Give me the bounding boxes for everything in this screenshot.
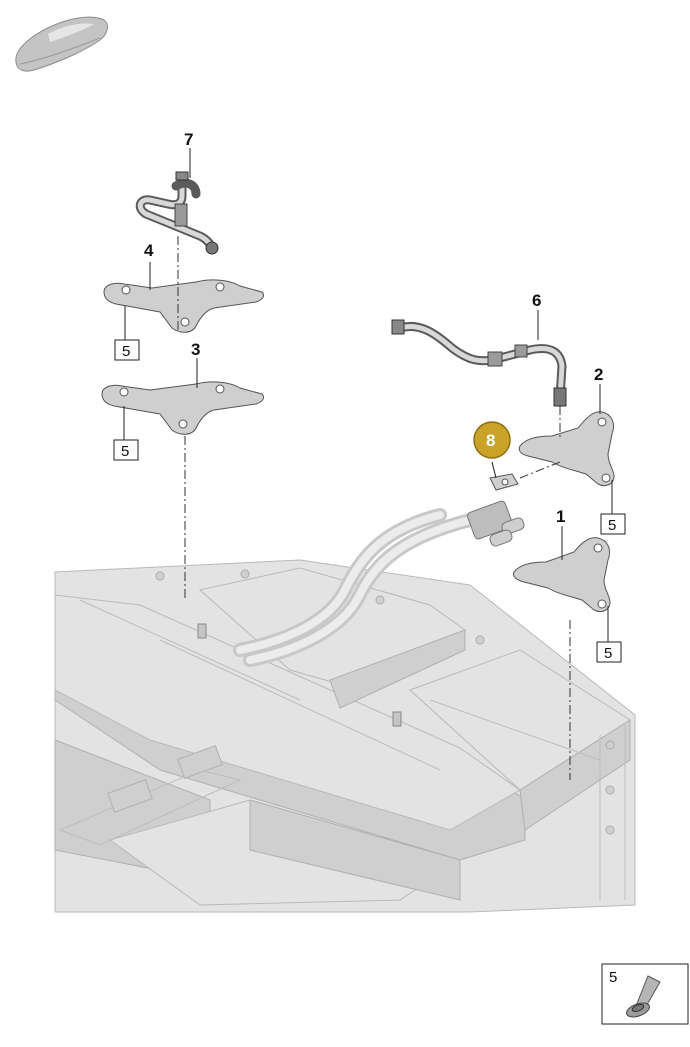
part-6-hose[interactable]	[391, 319, 567, 407]
part-2-bracket[interactable]	[518, 411, 615, 487]
part-4-bracket[interactable]	[103, 279, 265, 333]
box-4-label: 5	[122, 343, 130, 360]
legend-label: 5	[609, 969, 617, 986]
box-1-label: 5	[604, 645, 612, 662]
label-2: 2	[594, 365, 603, 384]
part-8-washer[interactable]	[489, 473, 519, 491]
screw-box-2[interactable]: 5	[600, 513, 626, 535]
label-1: 1	[556, 507, 565, 526]
screw-box-1[interactable]: 5	[596, 641, 622, 663]
box-2-label: 5	[608, 517, 616, 534]
box-3-label: 5	[121, 443, 129, 460]
screw-box-3[interactable]: 5	[113, 439, 139, 461]
screw-icon	[626, 975, 661, 1018]
part-3-bracket[interactable]	[101, 381, 265, 435]
label-3: 3	[191, 340, 200, 359]
label-8: 8	[486, 431, 495, 450]
screw-box-4[interactable]: 5	[114, 339, 140, 361]
label-4: 4	[144, 241, 154, 260]
battery-housing	[54, 500, 636, 913]
label-8-highlight[interactable]: 8	[473, 421, 511, 459]
screw-legend[interactable]: 5	[601, 963, 689, 1025]
part-7-hose[interactable]	[135, 171, 219, 255]
label-7: 7	[184, 130, 193, 149]
car-silhouette-icon[interactable]	[15, 16, 108, 72]
label-6: 6	[532, 291, 541, 310]
part-1-bracket[interactable]	[513, 537, 611, 613]
